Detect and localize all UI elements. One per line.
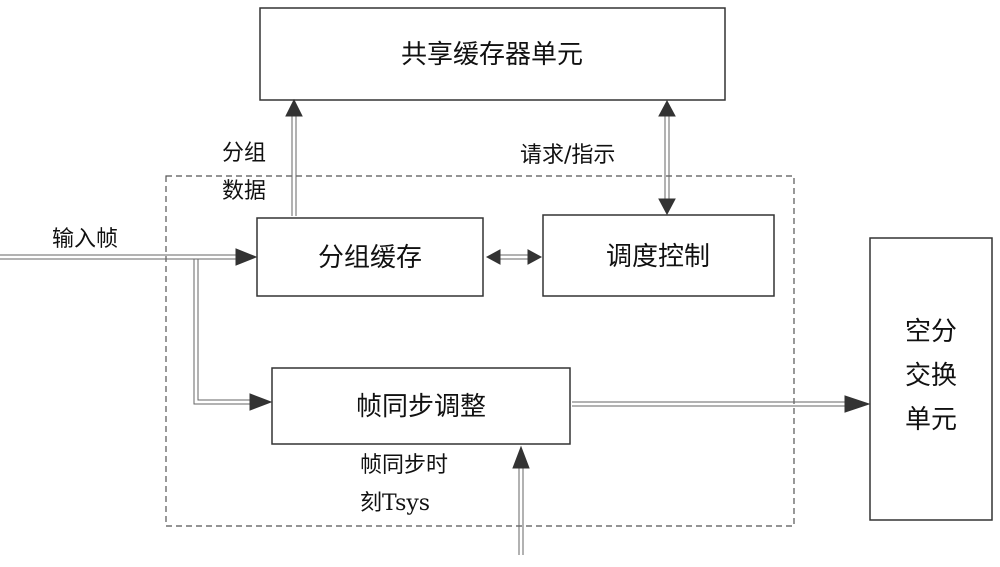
packet-buffer-block: 分组缓存 [256,217,484,297]
sync-time-label-line-2: 刻Tsys [360,491,430,516]
shared-buffer-unit: 共享缓存器单元 [259,7,726,101]
frame-sync-block: 帧同步调整 [271,367,571,445]
scheduler-block: 调度控制 [542,214,775,297]
space-switch-line-2: 交换 [905,361,957,391]
packet-data-label-line-2: 数据 [222,179,266,204]
sync-output-arrow [572,395,871,413]
buffer-scheduler-arrow [485,249,543,265]
packet-data-arrow [285,98,303,216]
space-switch-line-1: 空分 [905,317,957,347]
request-indication-label: 请求/指示 [520,143,615,168]
input-frame-arrow [0,248,258,266]
packet-buffer-label: 分组缓存 [318,243,422,273]
input-branch-arrow [193,259,273,411]
packet-data-label-line-1: 分组 [222,141,266,166]
sync-time-label-line-1: 帧同步时 [360,453,448,478]
module-boundary [165,175,795,527]
frame-sync-label: 帧同步调整 [356,392,486,422]
input-frame-label: 输入帧 [52,227,118,252]
shared-buffer-label: 共享缓存器单元 [401,40,583,70]
request-indication-arrow [658,99,676,216]
space-switch-unit: 空分 交换 单元 [869,237,993,521]
scheduler-label: 调度控制 [606,242,710,272]
space-switch-line-3: 单元 [905,405,957,435]
sync-time-arrow [512,445,530,555]
